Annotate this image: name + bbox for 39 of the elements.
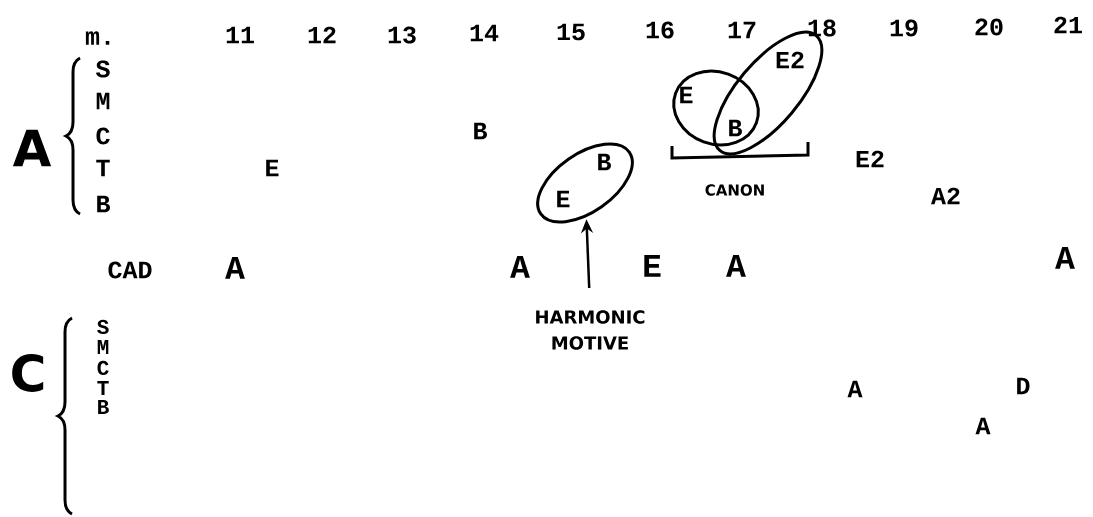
voice-label: B [97, 195, 110, 213]
measure-number: 21 [1054, 16, 1082, 34]
measure-number: 16 [646, 21, 674, 39]
measure-number: m. [85, 31, 110, 45]
key-letter: A2 [931, 187, 960, 205]
key-letter: A [975, 417, 991, 435]
key-letter: A [225, 257, 245, 279]
annotation-text: CANON [705, 184, 764, 196]
measure-number: 19 [890, 19, 918, 37]
measure-number: 18 [808, 19, 836, 37]
section-letter: A [12, 129, 52, 167]
measure-number: 13 [388, 26, 416, 44]
voice-label: S [96, 60, 110, 78]
key-letter: E [266, 159, 279, 177]
key-letter: A [1055, 247, 1075, 269]
voice-label: C [96, 127, 110, 145]
key-letter: E [644, 255, 661, 277]
voice-label: C [97, 360, 109, 376]
voice-label: B [98, 400, 109, 414]
key-letter: A [726, 255, 746, 277]
key-letter: A [847, 380, 863, 398]
cadence-label: CAD [108, 261, 152, 279]
key-letter: B [474, 122, 487, 140]
voice-label: T [96, 159, 110, 177]
voice-label: S [97, 319, 109, 335]
measure-number: 15 [557, 23, 585, 41]
measure-number: 12 [308, 26, 336, 44]
measure-number: 20 [975, 18, 1003, 36]
voice-label: M [97, 340, 109, 354]
measure-number: 17 [728, 21, 756, 39]
section-letter: C [12, 354, 44, 392]
key-letter: E2 [856, 150, 884, 168]
measure-number: 14 [470, 24, 499, 42]
key-letter: D [1017, 377, 1030, 395]
measure-number: 11 [226, 26, 254, 44]
voice-label: T [97, 381, 109, 395]
voice-label: M [96, 92, 110, 110]
key-letter: A [510, 256, 530, 278]
annotation-text: HARMONIC MOTIVE [536, 310, 645, 350]
